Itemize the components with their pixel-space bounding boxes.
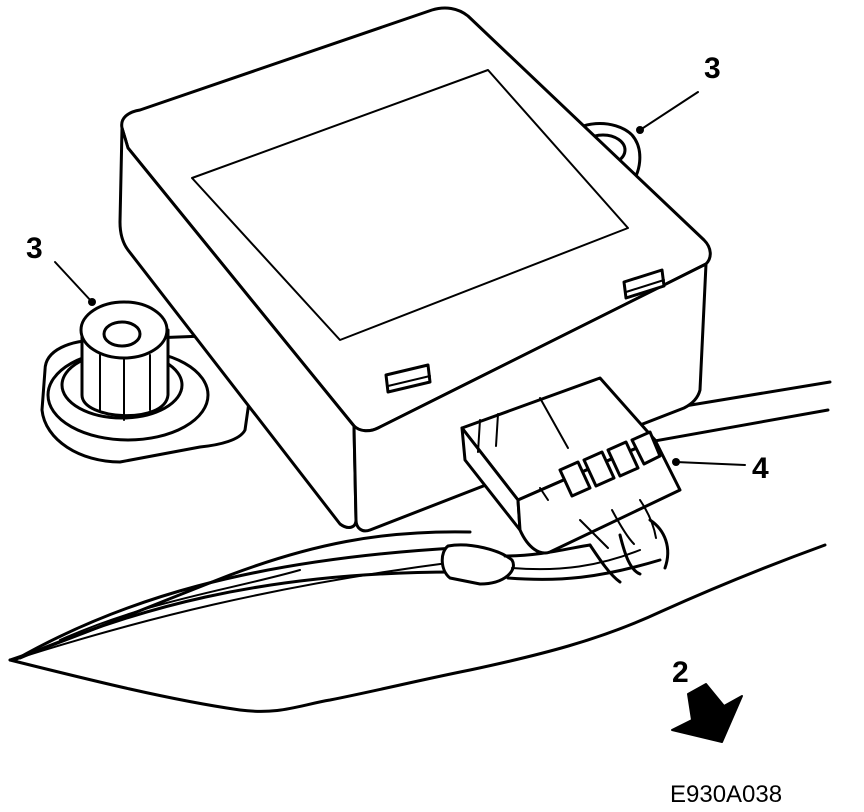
- callout-connector: 4: [752, 452, 769, 485]
- harness-connector: [460, 376, 682, 555]
- figure-id: E930A038: [670, 781, 782, 808]
- callout-stud-right: 3: [704, 52, 721, 85]
- callout-stud-left: 3: [26, 232, 43, 265]
- callout-direction: 2: [672, 656, 689, 689]
- wiring-harness: [13, 518, 670, 662]
- left-stud-nut: [79, 300, 170, 421]
- control-module-housing: [118, 6, 712, 533]
- leader-lines: [54, 91, 746, 466]
- direction-arrow: [671, 683, 743, 743]
